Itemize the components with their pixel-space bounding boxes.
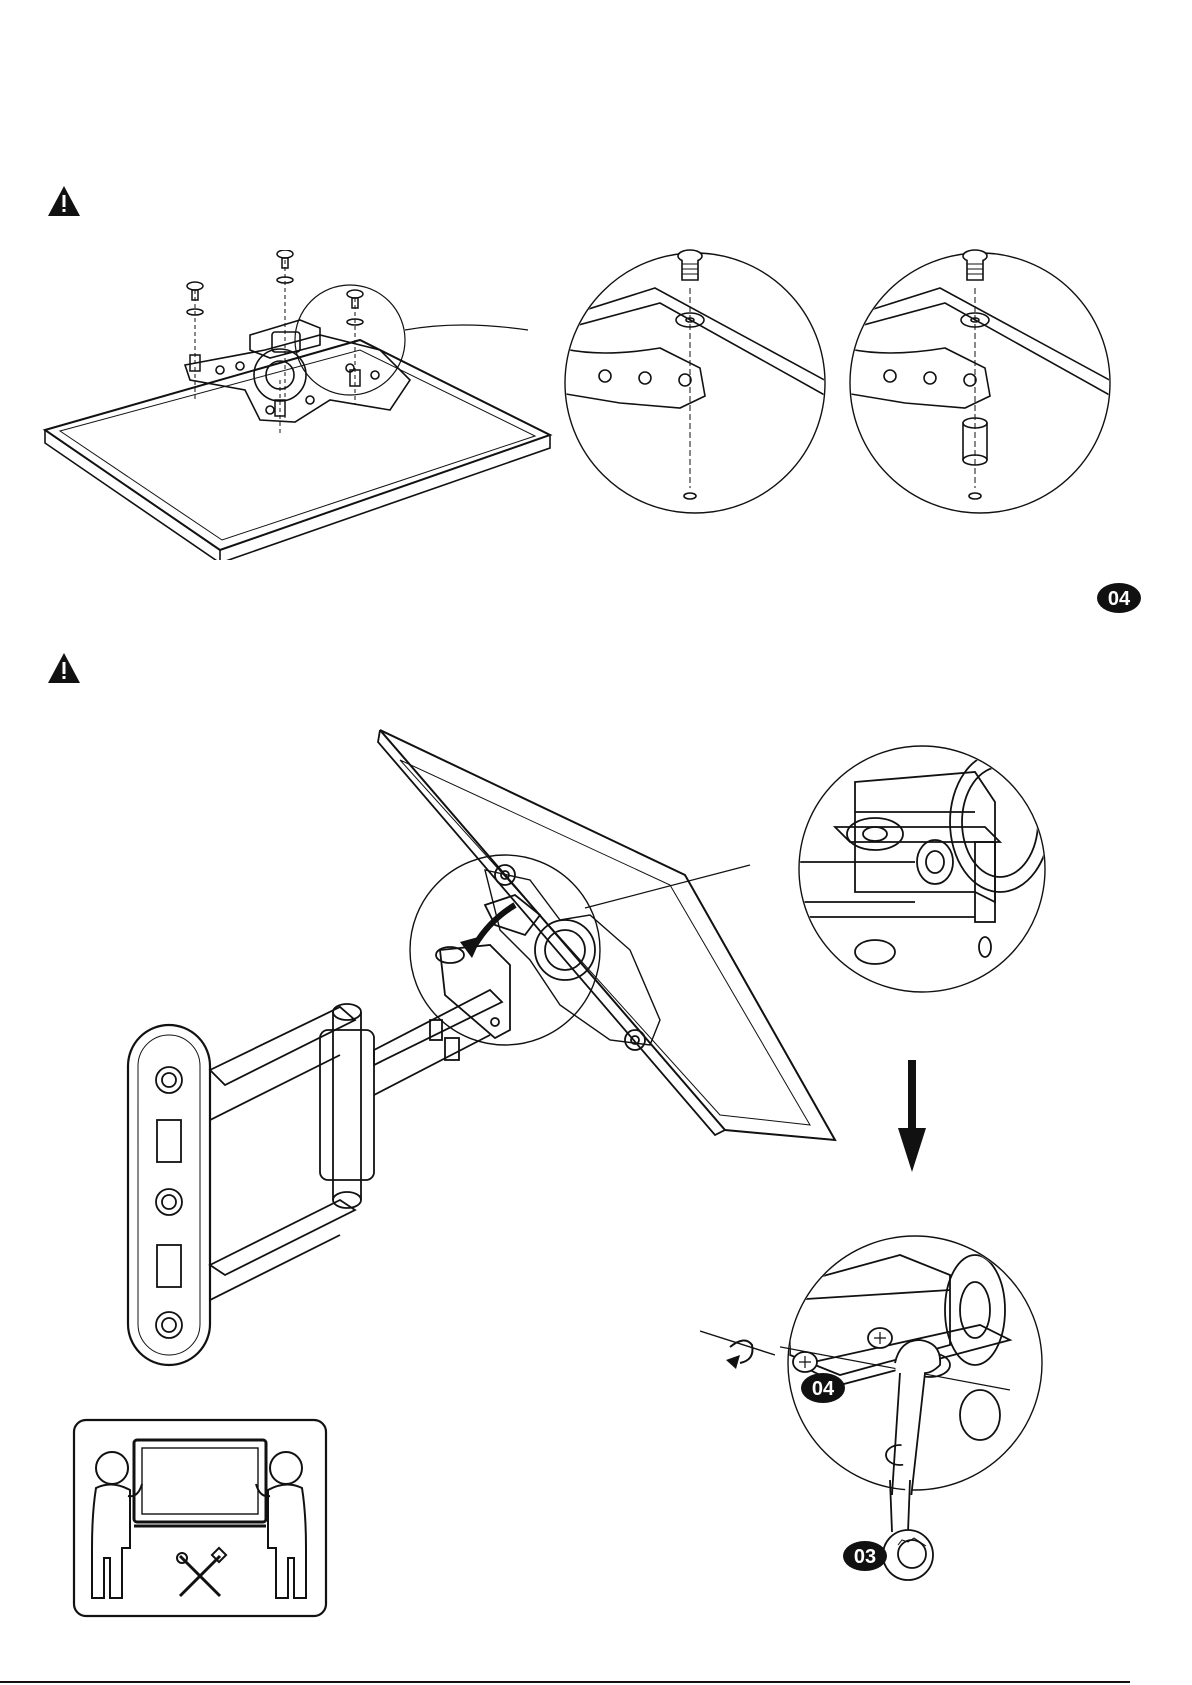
badge-label: 03 — [854, 1546, 876, 1568]
wall-arm-assembly-diagram — [110, 720, 860, 1380]
part-badge-04-screw: 04 — [800, 1372, 846, 1404]
wrench-icon — [880, 1480, 955, 1585]
page-bottom-rule — [0, 1681, 1130, 1683]
warning-icon-top — [46, 184, 82, 218]
detail-circle-tighten — [780, 1225, 1060, 1495]
badge-label: 04 — [812, 1378, 835, 1400]
two-person-lift-icon — [72, 1418, 328, 1618]
warning-icon-bottom — [46, 651, 82, 685]
detail-circle-bracket — [795, 742, 1050, 997]
detail-circle-screw-spacer — [845, 248, 1115, 518]
rotate-arrow-icon — [700, 1325, 775, 1370]
detail-circle-screw-direct — [560, 248, 830, 518]
down-arrow-icon — [898, 1060, 926, 1175]
part-badge-04-top: 04 — [1096, 582, 1142, 614]
tv-back-plate-diagram — [30, 250, 570, 560]
part-badge-03-wrench: 03 — [842, 1540, 888, 1572]
badge-label: 04 — [1108, 588, 1131, 610]
